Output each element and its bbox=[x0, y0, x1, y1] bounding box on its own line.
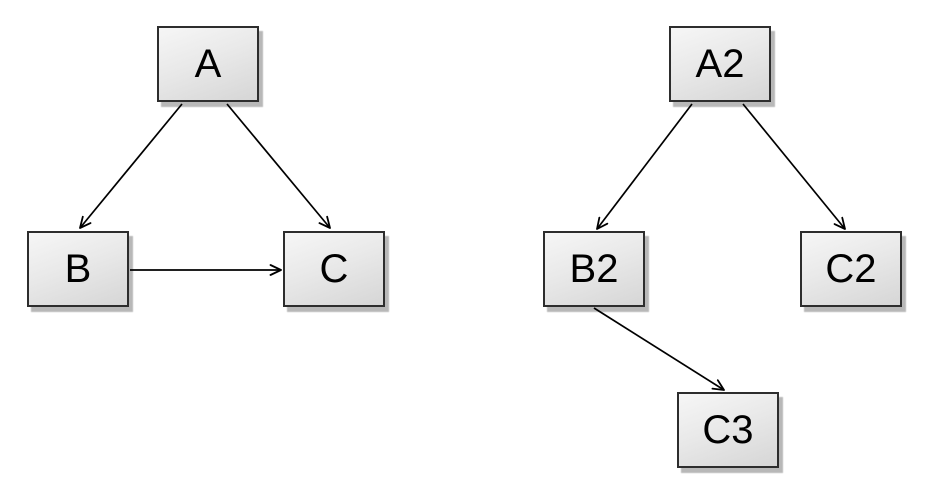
node-label: B bbox=[64, 247, 92, 291]
edge-A2-B2 bbox=[596, 103, 693, 230]
edge-B2-C3 bbox=[593, 307, 725, 391]
edge-A-B bbox=[79, 103, 183, 229]
node-label: C3 bbox=[702, 408, 754, 452]
node-label: B2 bbox=[569, 247, 619, 291]
node-B2: B2 bbox=[543, 231, 645, 307]
node-C: C bbox=[283, 231, 385, 307]
edge-A-C bbox=[226, 103, 331, 229]
node-label: C bbox=[319, 247, 349, 291]
node-label: A2 bbox=[695, 42, 745, 86]
edge-A2-C2 bbox=[742, 103, 846, 230]
node-A: A bbox=[157, 26, 259, 102]
node-C3: C3 bbox=[677, 392, 779, 468]
node-B: B bbox=[27, 231, 129, 307]
node-label: A bbox=[194, 42, 222, 86]
node-A2: A2 bbox=[669, 26, 771, 102]
node-label: C2 bbox=[825, 247, 877, 291]
node-C2: C2 bbox=[800, 231, 902, 307]
